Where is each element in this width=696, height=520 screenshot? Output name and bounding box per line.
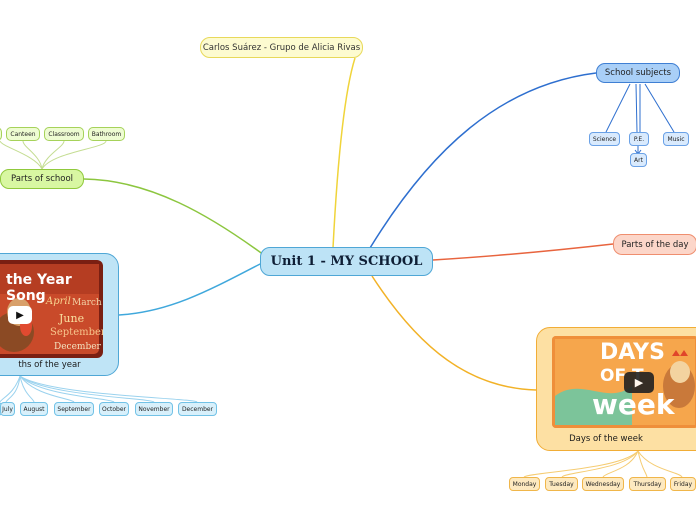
months-of-year-label: ths of the year [18, 360, 81, 370]
word-june: June [59, 312, 85, 325]
canteen-node[interactable]: Canteen [6, 127, 40, 141]
link-school-subjects [369, 72, 597, 249]
link-monday [523, 450, 639, 478]
days-video-thumbnail[interactable]: DAYS OF TE week ▶ [552, 336, 696, 428]
parts-of-day-node[interactable]: Parts of the day [613, 234, 696, 255]
july-node[interactable]: July [0, 402, 15, 416]
link-days [371, 275, 537, 391]
link-months-left [0, 375, 21, 403]
link-months [118, 262, 263, 316]
december-node[interactable]: December [178, 402, 217, 416]
days-of-week-label: Days of the week [569, 434, 643, 444]
link-october [19, 375, 115, 403]
link-canteen [22, 140, 43, 170]
classroom-node[interactable]: Classroom [44, 127, 84, 141]
play-icon: ▶ [634, 376, 644, 389]
bathroom-node[interactable]: Bathroom [88, 127, 125, 141]
months-video-thumbnail[interactable]: the Year Song April March June September… [0, 260, 103, 358]
word-september: September [50, 327, 103, 338]
months-of-year-card[interactable]: the Year Song April March June September… [0, 253, 119, 376]
september-node[interactable]: September [54, 402, 94, 416]
pe-node[interactable]: P.E. [629, 132, 649, 146]
october-node[interactable]: October [99, 402, 129, 416]
link-tuesday [561, 450, 639, 478]
music-node[interactable]: Music [663, 132, 689, 146]
august-node[interactable]: August [20, 402, 48, 416]
link-december [19, 375, 198, 403]
tuesday-node[interactable]: Tuesday [545, 477, 578, 491]
play-icon: ▶ [16, 309, 24, 321]
months-video-title: the Year Song [6, 272, 72, 304]
monday-node[interactable]: Monday [509, 477, 540, 491]
wednesday-node[interactable]: Wednesday [582, 477, 624, 491]
word-march: March [72, 298, 102, 308]
november-node[interactable]: November [135, 402, 173, 416]
days-video-word-week: week [592, 388, 675, 421]
link-thursday [637, 450, 648, 478]
friday-node[interactable]: Friday [670, 477, 696, 491]
parts-of-school-node[interactable]: Parts of school [0, 169, 84, 189]
link-music [644, 83, 675, 133]
science-node[interactable]: Science [589, 132, 620, 146]
link-august [19, 375, 35, 403]
link-november [19, 375, 155, 403]
link-parts-of-school [83, 178, 269, 259]
days-video-word-days: DAYS [600, 340, 665, 365]
link-pe [635, 83, 638, 133]
link-author [332, 57, 356, 249]
word-december: December [54, 342, 101, 352]
art-node[interactable]: Art [630, 153, 647, 167]
link-left-cut [0, 140, 43, 170]
central-topic[interactable]: Unit 1 - MY SCHOOL [260, 247, 433, 276]
word-april: April [46, 296, 71, 307]
link-friday [637, 450, 683, 478]
link-science [605, 83, 631, 133]
school-subjects-node[interactable]: School subjects [596, 63, 680, 83]
link-july [5, 375, 21, 403]
link-bathroom [41, 140, 107, 170]
days-of-week-card[interactable]: DAYS OF TE week ▶ Days of the week [536, 327, 696, 451]
thursday-node[interactable]: Thursday [629, 477, 666, 491]
author-node[interactable]: Carlos Suárez - Grupo de Alicia Rivas [200, 37, 363, 58]
days-play-button[interactable]: ▶ [624, 372, 654, 393]
link-parts-of-day [432, 243, 614, 261]
link-september [19, 375, 75, 403]
link-wednesday [602, 450, 639, 478]
link-classroom [41, 140, 65, 170]
months-play-button[interactable]: ▶ [8, 306, 32, 324]
